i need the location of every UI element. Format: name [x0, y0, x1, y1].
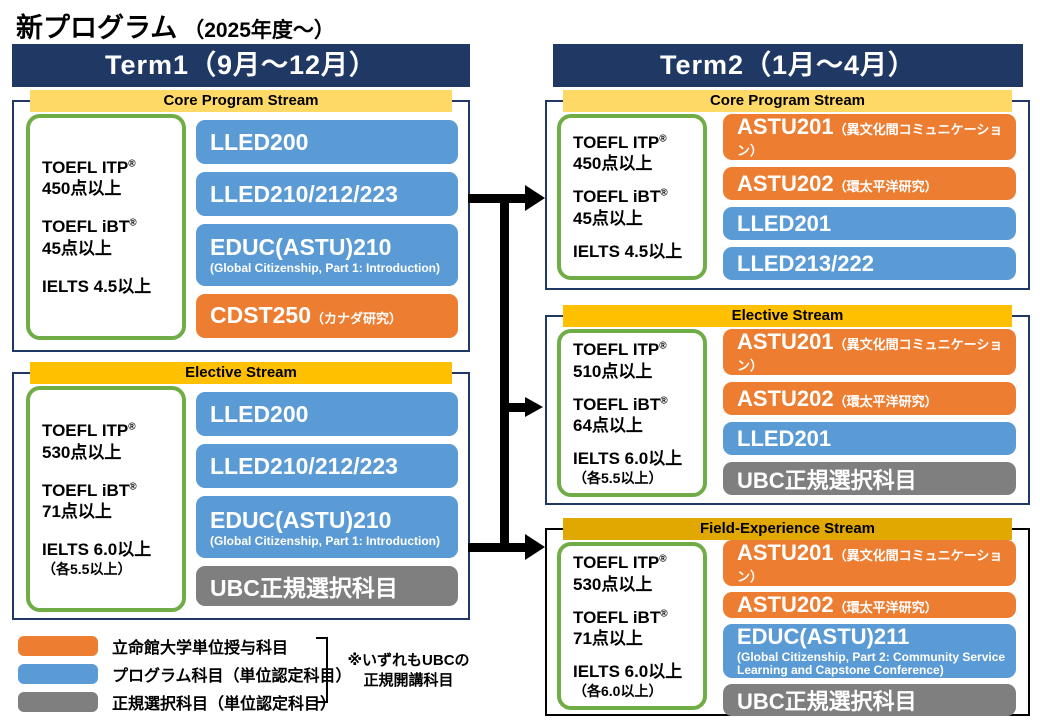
course-astu202: ASTU202（環太平洋研究）	[723, 167, 1016, 200]
course-educ-astu-211: EDUC(ASTU)211 (Global Citizenship, Part …	[723, 624, 1016, 678]
course-lled210-212-223: LLED210/212/223	[196, 444, 458, 489]
term1-elective-stream-label: Elective Stream	[30, 362, 452, 384]
req-ielts: IELTS 6.0以上 （各5.5以上）	[42, 540, 152, 577]
term1-core-stream: Core Program Stream TOEFL ITP® 450点以上 TO…	[12, 90, 470, 352]
req-toefl-itp: TOEFL ITP® 530点以上	[573, 553, 667, 594]
course-lled210-212-223: LLED210/212/223	[196, 172, 458, 217]
legend-swatch-gray	[18, 692, 98, 712]
course-lled213-222: LLED213/222	[723, 247, 1016, 280]
req-ielts: IELTS 4.5以上	[573, 241, 683, 261]
term2-field-courses: ASTU201（異文化間コミュニケーション） ASTU202（環太平洋研究） E…	[723, 540, 1016, 716]
term2-elective-stream: Elective Stream TOEFL ITP® 510点以上 TOEFL …	[545, 305, 1030, 505]
req-toefl-ibt: TOEFL iBT® 71点以上	[42, 480, 137, 522]
term1-core-stream-label: Core Program Stream	[30, 90, 452, 112]
course-astu201: ASTU201（異文化間コミュニケーション）	[723, 329, 1016, 375]
term2-field-stream-label: Field-Experience Stream	[563, 518, 1012, 540]
page-title: 新プログラム（2025年度～）	[16, 6, 335, 45]
course-lled201: LLED201	[723, 207, 1016, 240]
legend-swatch-blue	[18, 664, 98, 684]
arrow-line-top	[468, 194, 525, 203]
arrow-head-term2-core	[525, 185, 545, 211]
course-astu201: ASTU201（異文化間コミュニケーション）	[723, 540, 1016, 586]
arrow-line-middle	[505, 403, 525, 412]
req-toefl-ibt: TOEFL iBT® 45点以上	[42, 217, 137, 258]
legend-bracket	[316, 637, 328, 703]
term2-core-courses: ASTU201（異文化間コミュニケーション） ASTU202（環太平洋研究） L…	[723, 114, 1016, 280]
course-astu202: ASTU202（環太平洋研究）	[723, 382, 1016, 415]
req-toefl-ibt: TOEFL iBT® 45点以上	[573, 187, 668, 228]
course-ubc-electives: UBC正規選択科目	[196, 566, 458, 606]
arrow-trunk	[500, 194, 509, 552]
req-ielts: IELTS 6.0以上 （各6.0以上）	[573, 662, 683, 699]
term2-core-stream: Core Program Stream TOEFL ITP® 450点以上 TO…	[545, 90, 1030, 290]
course-astu201: ASTU201（異文化間コミュニケーション）	[723, 114, 1016, 160]
legend-swatch-orange	[18, 636, 98, 656]
term2-header: Term2（1月～4月）	[553, 44, 1023, 87]
course-astu202: ASTU202（環太平洋研究）	[723, 592, 1016, 618]
course-ubc-electives: UBC正規選択科目	[723, 683, 1016, 716]
term2-core-requirements: TOEFL ITP® 450点以上 TOEFL iBT® 45点以上 IELTS…	[557, 114, 707, 280]
term2-elective-requirements: TOEFL ITP® 510点以上 TOEFL iBT® 64点以上 IELTS…	[557, 329, 707, 497]
course-educ-astu-210: EDUC(ASTU)210 (Global Citizenship, Part …	[196, 496, 458, 559]
term2-field-requirements: TOEFL ITP® 530点以上 TOEFL iBT® 71点以上 IELTS…	[557, 542, 707, 710]
req-toefl-ibt: TOEFL iBT® 71点以上	[573, 607, 668, 649]
term2-core-stream-label: Core Program Stream	[563, 90, 1012, 112]
course-lled201: LLED201	[723, 422, 1016, 455]
legend-row-ritsumeikan: 立命館大学単位授与科目	[18, 634, 288, 658]
term1-header: Term1（9月～12月）	[12, 44, 470, 87]
arrow-head-term2-field	[525, 534, 545, 560]
term1-elective-courses: LLED200 LLED210/212/223 EDUC(ASTU)210 (G…	[196, 392, 458, 606]
term2-field-stream: Field-Experience Stream TOEFL ITP® 530点以…	[545, 518, 1030, 716]
req-ielts: IELTS 4.5以上	[42, 276, 152, 296]
term2-elective-stream-label: Elective Stream	[563, 305, 1012, 327]
arrow-head-term2-elective	[525, 397, 543, 417]
term1-elective-stream: Elective Stream TOEFL ITP® 530点以上 TOEFL …	[12, 362, 470, 620]
req-toefl-itp: TOEFL ITP® 510点以上	[573, 340, 667, 381]
legend-row-regular: 正規選択科目（単位認定科目）	[18, 690, 336, 714]
course-lled200: LLED200	[196, 392, 458, 437]
course-lled200: LLED200	[196, 120, 458, 165]
page-title-main: 新プログラム	[16, 13, 178, 43]
course-cdst250: CDST250（カナダ研究）	[196, 293, 458, 339]
req-ielts: IELTS 6.0以上 （各5.5以上）	[573, 449, 683, 486]
term1-core-requirements: TOEFL ITP® 450点以上 TOEFL iBT® 45点以上 IELTS…	[26, 114, 186, 340]
term1-core-courses: LLED200 LLED210/212/223 EDUC(ASTU)210 (G…	[196, 120, 458, 339]
course-ubc-electives: UBC正規選択科目	[723, 462, 1016, 495]
req-toefl-itp: TOEFL ITP® 450点以上	[573, 132, 667, 174]
req-toefl-itp: TOEFL ITP® 450点以上	[42, 157, 136, 199]
req-toefl-itp: TOEFL ITP® 530点以上	[42, 421, 136, 462]
arrow-line-bottom	[468, 543, 525, 552]
legend-note: ※いずれもUBCの 正規開講科目	[347, 652, 470, 689]
req-toefl-ibt: TOEFL iBT® 64点以上	[573, 394, 668, 436]
course-educ-astu-210: EDUC(ASTU)210 (Global Citizenship, Part …	[196, 224, 458, 286]
term1-elective-requirements: TOEFL ITP® 530点以上 TOEFL iBT® 71点以上 IELTS…	[26, 386, 186, 612]
page-title-sub: （2025年度～）	[183, 19, 335, 42]
term2-elective-courses: ASTU201（異文化間コミュニケーション） ASTU202（環太平洋研究） L…	[723, 329, 1016, 495]
legend-row-program: プログラム科目（単位認定科目）	[18, 662, 352, 686]
